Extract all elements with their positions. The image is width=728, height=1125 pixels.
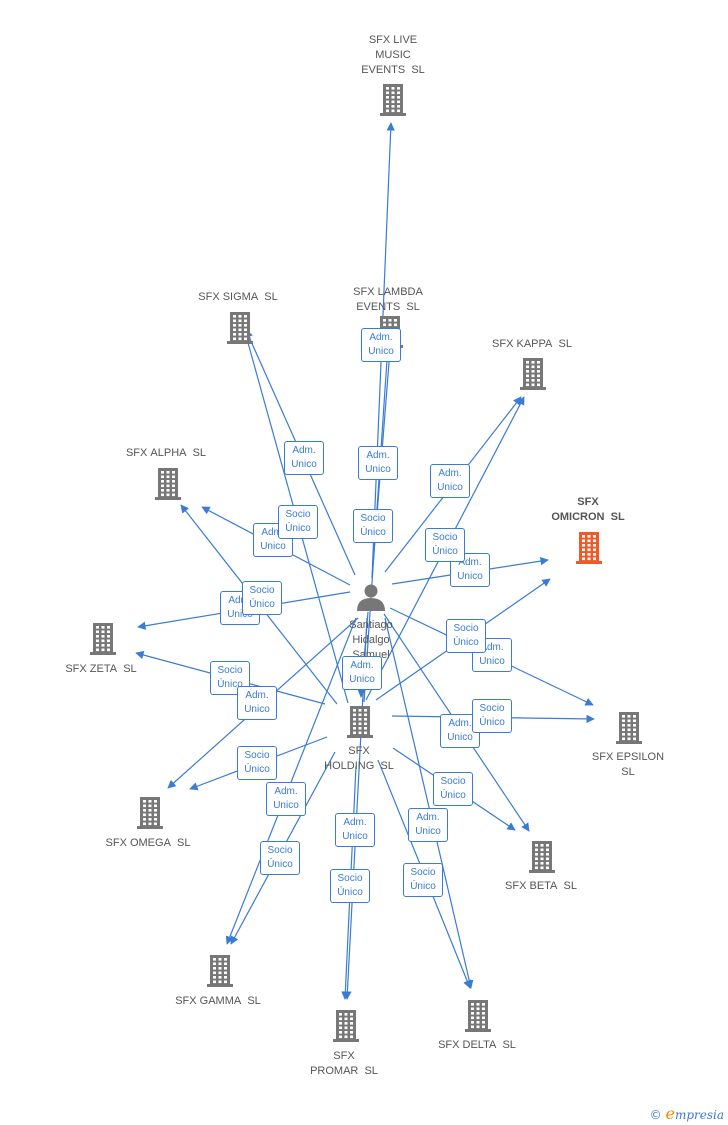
company-label-line: OMICRON SL bbox=[551, 511, 625, 523]
company-label-line: SFX bbox=[348, 745, 370, 757]
brand-footer: © empresia bbox=[650, 1104, 724, 1123]
company-label-line: SFX GAMMA SL bbox=[175, 995, 261, 1007]
building-icon-promar[interactable] bbox=[333, 1010, 359, 1042]
copyright-symbol: © bbox=[649, 1108, 662, 1122]
company-label-holding[interactable]: SFX HOLDING SL bbox=[304, 744, 414, 774]
building-icon-omicron[interactable] bbox=[576, 532, 602, 564]
edge-label-holding-live[interactable]: Socio Único bbox=[353, 509, 393, 543]
company-label-line: SFX LIVE bbox=[368, 34, 418, 46]
edge-label-holding-sigma[interactable]: Socio Único bbox=[278, 505, 318, 539]
edge-label-holding-alpha[interactable]: Socio Único bbox=[242, 581, 282, 615]
company-label-line: HOLDING SL bbox=[324, 760, 394, 772]
building-icon-epsilon[interactable] bbox=[616, 712, 642, 744]
company-label-beta[interactable]: SFX BETA SL bbox=[486, 879, 596, 894]
edge-label-santiago-delta[interactable]: Adm. Unico bbox=[408, 808, 448, 842]
company-label-omega[interactable]: SFX OMEGA SL bbox=[93, 836, 203, 851]
person-label-line: Hidalgo bbox=[352, 634, 390, 646]
edge-label-santiago-kappa[interactable]: Adm. Unico bbox=[430, 464, 470, 498]
company-label-line: SL bbox=[621, 766, 635, 778]
edge-label-santiago-lambda[interactable]: Adm. Unico bbox=[358, 446, 398, 480]
company-label-line: SFX DELTA SL bbox=[438, 1039, 516, 1051]
edge-label-holding-omicron[interactable]: Socio Único bbox=[446, 619, 486, 653]
building-icon-holding[interactable] bbox=[347, 706, 373, 738]
company-label-line: SFX ZETA SL bbox=[65, 663, 137, 675]
edge-label-holding-beta[interactable]: Socio Único bbox=[433, 772, 473, 806]
edge-label-holding-delta[interactable]: Socio Único bbox=[403, 863, 443, 897]
company-label-line: SFX KAPPA SL bbox=[492, 338, 572, 350]
edge-santiago-gamma bbox=[225, 617, 357, 945]
person-icon[interactable] bbox=[357, 584, 385, 612]
edge-label-santiago-live[interactable]: Adm. Unico bbox=[361, 328, 401, 362]
company-label-line: EVENTS SL bbox=[361, 64, 425, 76]
building-icon-kappa[interactable] bbox=[520, 358, 546, 390]
company-label-epsilon[interactable]: SFX EPSILON SL bbox=[573, 750, 683, 780]
building-icon-live[interactable] bbox=[380, 84, 406, 116]
building-icon-beta[interactable] bbox=[529, 841, 555, 873]
edge-label-santiago-omega[interactable]: Adm. Unico bbox=[237, 686, 277, 720]
edge-label-santiago-promar[interactable]: Adm. Unico bbox=[335, 813, 375, 847]
building-icon-gamma[interactable] bbox=[207, 955, 233, 987]
building-icon-delta[interactable] bbox=[465, 1000, 491, 1032]
person-label-line: Santiago bbox=[349, 619, 393, 631]
brand-logo-e: e bbox=[665, 1104, 675, 1123]
company-label-lambda[interactable]: SFX LAMBDA EVENTS SL bbox=[333, 285, 443, 315]
company-label-line: SFX bbox=[333, 1050, 355, 1062]
edge-label-holding-promar[interactable]: Socio Único bbox=[330, 869, 370, 903]
company-label-omicron[interactable]: SFX OMICRON SL bbox=[533, 495, 643, 525]
edge-label-santiago-gamma[interactable]: Adm. Unico bbox=[266, 782, 306, 816]
building-icon-omega[interactable] bbox=[137, 797, 163, 829]
building-icon-zeta[interactable] bbox=[90, 623, 116, 655]
company-label-kappa[interactable]: SFX KAPPA SL bbox=[477, 337, 587, 352]
edge-label-holding-epsilon[interactable]: Socio Único bbox=[472, 699, 512, 733]
company-label-zeta[interactable]: SFX ZETA SL bbox=[46, 662, 156, 677]
company-label-line: SFX OMEGA SL bbox=[105, 837, 191, 849]
company-label-line: EVENTS SL bbox=[356, 301, 420, 313]
company-label-line: SFX EPSILON bbox=[591, 751, 665, 763]
company-label-sigma[interactable]: SFX SIGMA SL bbox=[183, 290, 293, 305]
building-icon-alpha[interactable] bbox=[155, 468, 181, 500]
company-label-alpha[interactable]: SFX ALPHA SL bbox=[111, 446, 221, 461]
edge-label-holding-omega[interactable]: Socio Único bbox=[237, 746, 277, 780]
company-label-line: MUSIC bbox=[375, 49, 411, 61]
company-label-line: SFX BETA SL bbox=[505, 880, 577, 892]
edge-label-holding-kappa[interactable]: Socio Único bbox=[425, 528, 465, 562]
brand-logo-text: mpresia bbox=[674, 1108, 724, 1122]
company-label-line: SFX SIGMA SL bbox=[198, 291, 278, 303]
building-icon-sigma[interactable] bbox=[227, 312, 253, 344]
company-label-gamma[interactable]: SFX GAMMA SL bbox=[163, 994, 273, 1009]
company-label-line: SFX LAMBDA bbox=[353, 286, 423, 298]
company-label-promar[interactable]: SFX PROMAR SL bbox=[289, 1049, 399, 1079]
company-label-line: PROMAR SL bbox=[310, 1065, 378, 1077]
company-label-line: SFX ALPHA SL bbox=[125, 447, 207, 459]
company-label-live[interactable]: SFX LIVE MUSIC EVENTS SL bbox=[338, 33, 448, 78]
edge-label-santiago-holding[interactable]: Adm. Unico bbox=[342, 656, 382, 690]
company-label-line: SFX bbox=[577, 496, 599, 508]
edge-label-holding-gamma[interactable]: Socio Único bbox=[260, 841, 300, 875]
company-label-delta[interactable]: SFX DELTA SL bbox=[422, 1038, 532, 1053]
edge-label-santiago-sigma[interactable]: Adm. Unico bbox=[284, 441, 324, 475]
edge-santiago-delta bbox=[384, 617, 474, 989]
